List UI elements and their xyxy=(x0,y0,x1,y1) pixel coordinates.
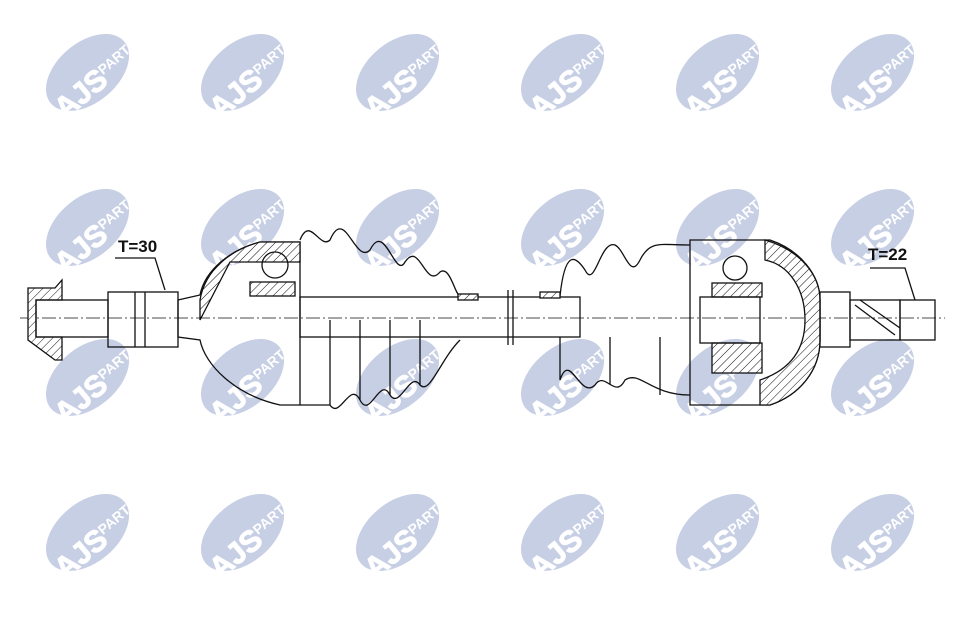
right-leader-line xyxy=(870,267,916,301)
outer-boot xyxy=(299,228,461,297)
main-shaft xyxy=(299,296,581,338)
tripod-hub xyxy=(699,296,761,344)
drive-shaft: T=30 T=22 xyxy=(20,228,945,409)
outer-stub-shaft xyxy=(35,299,109,338)
left-leader-line xyxy=(115,257,166,291)
outer-cv-housing xyxy=(177,241,301,406)
outer-spline xyxy=(107,291,179,348)
inner-spline xyxy=(899,299,936,341)
outer-flange xyxy=(27,278,63,361)
inner-boot xyxy=(559,243,691,297)
left-spline-label: T=30 xyxy=(118,237,157,256)
cv-ball xyxy=(261,251,289,279)
right-spline-label: T=22 xyxy=(868,245,907,264)
